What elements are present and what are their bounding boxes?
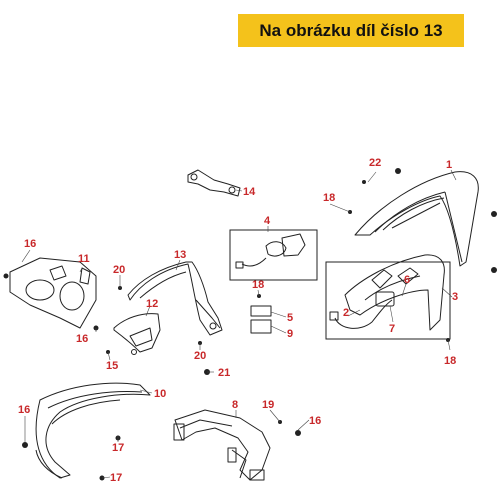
callout-6: 6 <box>404 274 410 286</box>
callout-5: 5 <box>287 312 293 324</box>
callout-11: 11 <box>78 253 90 265</box>
fasteners <box>3 168 450 481</box>
callout-17-upper: 17 <box>112 442 124 454</box>
callout-19: 19 <box>262 399 274 411</box>
part-plate-9 <box>250 319 272 334</box>
callout-2: 2 <box>343 307 349 319</box>
callout-10: 10 <box>154 388 166 400</box>
callout-15: 15 <box>106 360 118 372</box>
part-tail-light-housing <box>344 254 445 331</box>
callout-12: 12 <box>146 298 158 310</box>
part-plate-5 <box>250 305 272 317</box>
part-bracket-14 <box>187 169 241 197</box>
callout-22: 22 <box>369 157 381 169</box>
callout-21: 21 <box>218 367 230 379</box>
part-rear-cowl <box>354 171 497 273</box>
callout-16-left: 16 <box>24 238 36 250</box>
callout-16-bottom: 16 <box>18 404 30 416</box>
assembly-box-rear-light <box>325 261 451 340</box>
callout-1: 1 <box>446 159 452 171</box>
leader-lines <box>21 169 457 479</box>
part-13-rear-fender <box>127 261 223 336</box>
part-tail-light-wiring <box>329 291 395 329</box>
callout-13: 13 <box>174 249 186 261</box>
callout-4: 4 <box>264 215 271 227</box>
part-cover-12 <box>113 313 161 355</box>
callout-18-mid: 18 <box>252 279 264 291</box>
part-mudguard-10 <box>35 382 151 479</box>
callout-labels: 1 2 3 4 5 6 7 8 9 10 11 12 13 14 15 16 1… <box>18 157 458 484</box>
callout-7: 7 <box>389 323 395 335</box>
callout-18-lower: 18 <box>444 355 456 367</box>
callout-20-lower: 20 <box>194 350 206 362</box>
part-license-light <box>235 233 306 269</box>
highlighted-part-banner: Na obrázku díl číslo 13 <box>238 14 464 47</box>
part-frame-bracket-8 <box>173 409 271 481</box>
callout-18-upper: 18 <box>323 192 335 204</box>
callout-16-mid: 16 <box>76 333 88 345</box>
callout-9: 9 <box>287 328 293 340</box>
callout-16-right: 16 <box>309 415 321 427</box>
callout-3: 3 <box>452 291 458 303</box>
assembly-box-license-light <box>229 229 318 281</box>
callout-8: 8 <box>232 399 238 411</box>
callout-14: 14 <box>243 186 256 198</box>
callout-20-upper: 20 <box>113 264 125 276</box>
callout-17-lower: 17 <box>110 472 122 484</box>
part-inner-panel-11 <box>9 257 97 329</box>
